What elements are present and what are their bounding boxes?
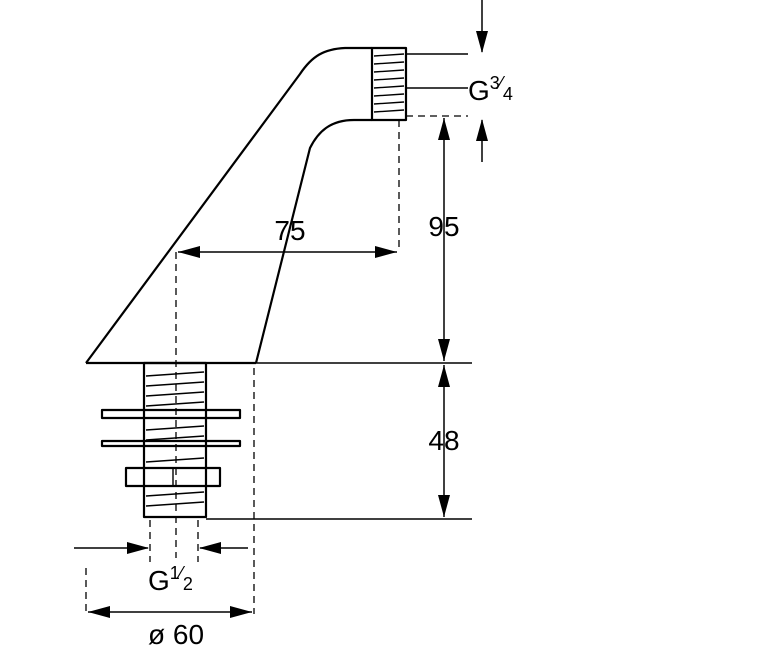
dimension-base-diameter: ø 60: [88, 606, 252, 650]
spout-body: [85, 46, 372, 365]
extension-lines: [85, 115, 468, 614]
shank-label: 48: [428, 425, 459, 456]
inlet-thread-label: G1⁄2: [148, 563, 193, 596]
reach-label: 75: [274, 215, 305, 246]
outlet-thread-label: G3⁄4: [468, 73, 513, 106]
washer-lower: [100, 439, 242, 448]
height-label: 95: [428, 211, 459, 242]
washer-upper: [100, 408, 242, 420]
base-diameter-label: ø 60: [148, 619, 204, 650]
dimension-inlet-thread: G1⁄2: [74, 542, 248, 596]
outlet-thread: [370, 46, 408, 122]
hex-nut: [124, 466, 222, 488]
dimension-outlet-thread: G3⁄4: [468, 0, 513, 162]
dimension-shank: 48: [428, 365, 460, 517]
dimension-reach: 75: [178, 215, 397, 258]
reference-lines: [206, 53, 472, 520]
dimension-height: 95: [428, 118, 460, 361]
